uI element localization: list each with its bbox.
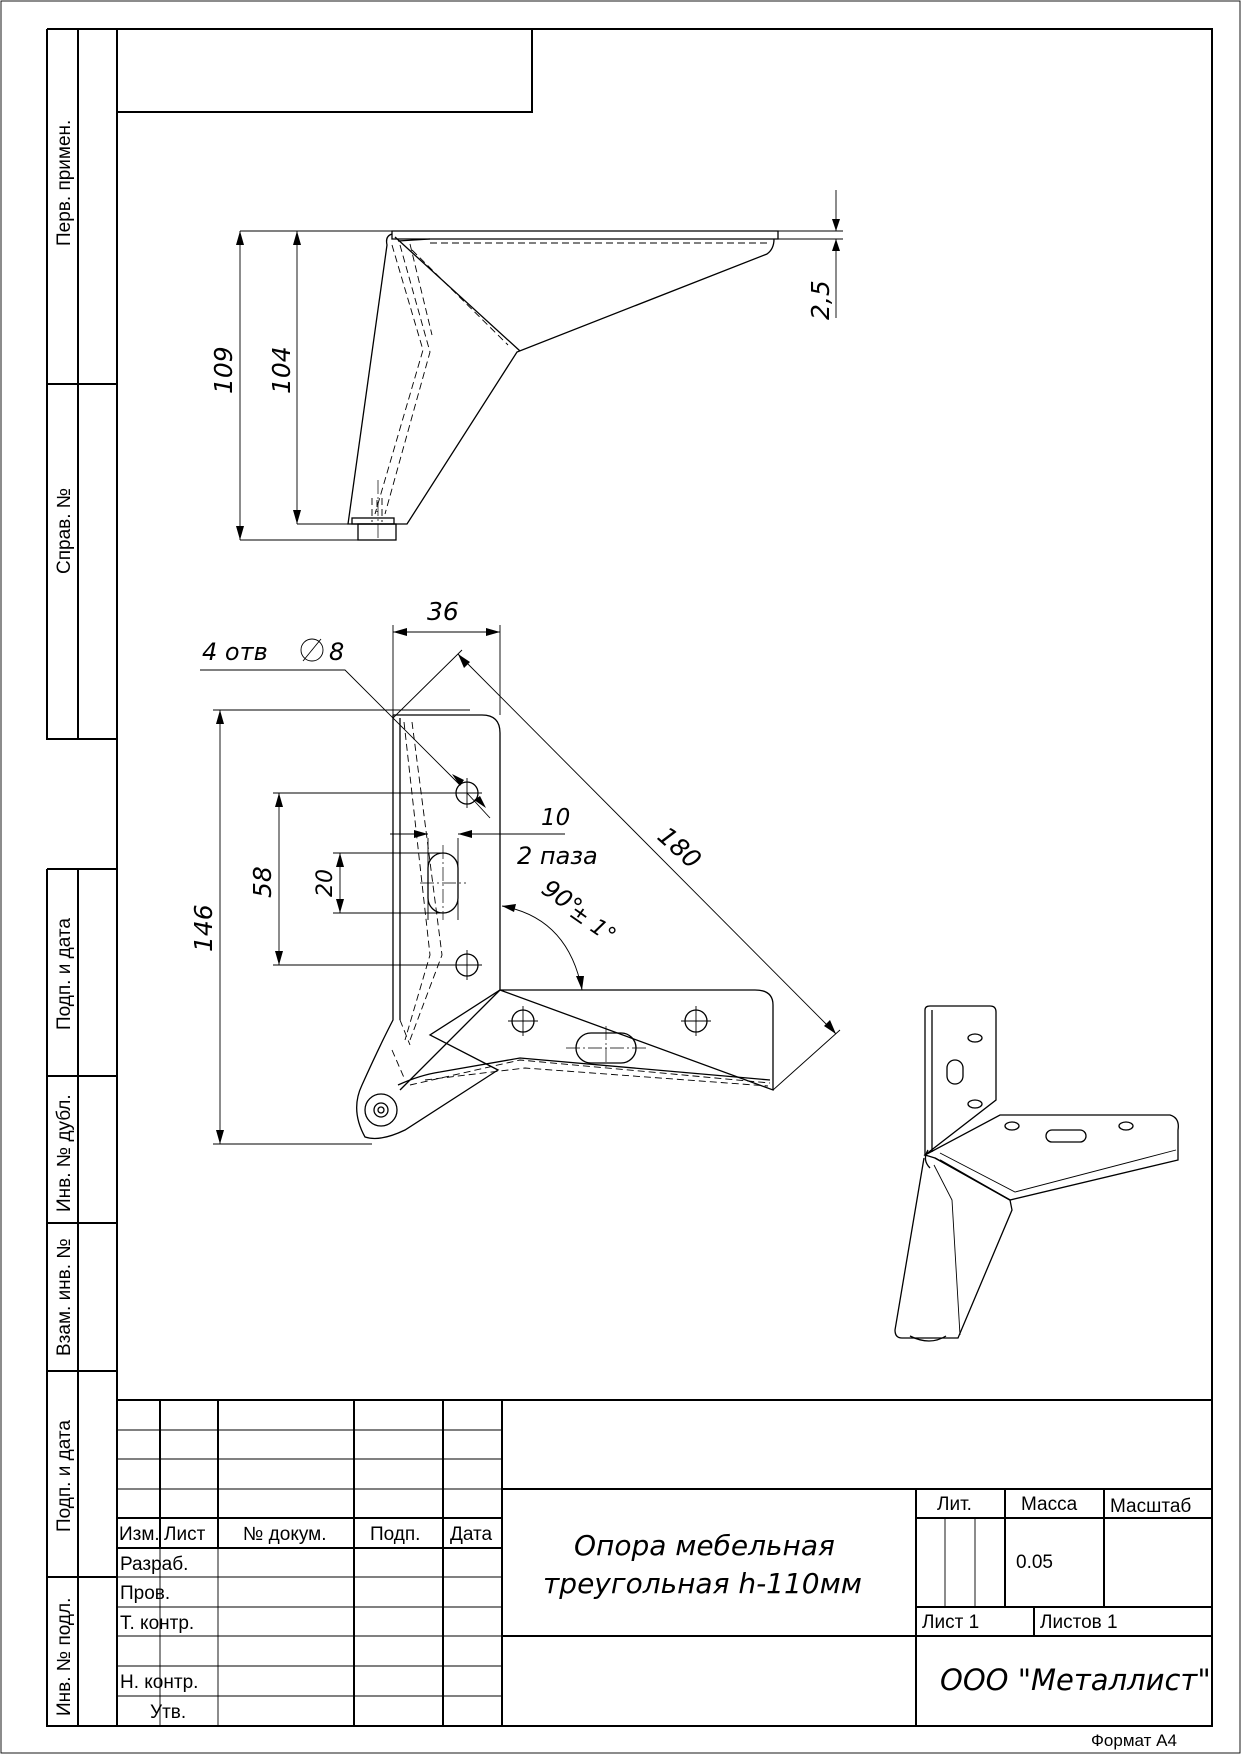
tb-header-doc: № докум. (243, 1524, 326, 1545)
tb-sheet: Лист 1 (922, 1612, 979, 1633)
dim-slots: 2 паза (517, 842, 598, 870)
isometric-view (894, 1005, 1179, 1342)
tb-header-list: Лист (164, 1524, 206, 1545)
format-label: Формат А4 (1091, 1731, 1177, 1750)
dim-104: 104 (267, 346, 296, 394)
dim-109: 109 (209, 346, 238, 394)
tb-role-prov: Пров. (120, 1583, 170, 1604)
dim-20: 20 (313, 869, 338, 897)
top-view (200, 625, 841, 1145)
tb-header-data: Дата (450, 1524, 493, 1545)
left-stamp-lower (46, 868, 117, 1727)
stamp-podp-data-2: Подп. и дата (54, 1420, 75, 1532)
stamp-perv-primen: Перв. примен. (54, 120, 75, 246)
tb-header-podp: Подп. (370, 1524, 420, 1545)
stamp-inv-podl: Инв. № подл. (54, 1598, 75, 1716)
tb-role-razrab: Разраб. (120, 1554, 188, 1575)
left-stamp-upper (46, 28, 117, 740)
stamp-sprav-no: Справ. № (54, 488, 75, 574)
tb-title-line1: Опора мебельная (574, 1529, 835, 1562)
dim-10: 10 (541, 805, 570, 831)
stamp-inv-dubl: Инв. № дубл. (54, 1094, 75, 1212)
dim-58: 58 (248, 866, 277, 898)
tb-header-izm: Изм. (119, 1524, 160, 1545)
dim-angle-tol: ± 1° (565, 899, 621, 948)
tb-masshtab: Масштаб (1110, 1496, 1191, 1517)
tb-massa: Масса (1021, 1494, 1078, 1515)
dim-36: 36 (427, 597, 459, 626)
tb-title-line2: треугольная h-110мм (543, 1567, 862, 1600)
top-left-box (117, 29, 533, 113)
tb-role-tkontr: Т. контр. (120, 1613, 194, 1634)
dim-180: 180 (652, 821, 707, 874)
stamp-podp-data-1: Подп. и дата (54, 918, 75, 1030)
tb-sheets: Листов 1 (1040, 1612, 1118, 1633)
front-view (236, 190, 843, 541)
tb-role-utv: Утв. (150, 1702, 186, 1723)
dim-146: 146 (189, 904, 218, 952)
tb-mass-value: 0.05 (1016, 1552, 1053, 1573)
drawing-frame (116, 28, 1213, 1727)
dim-2-5: 2,5 (806, 280, 835, 320)
tb-role-nkontr: Н. контр. (120, 1672, 198, 1693)
dim-holes: 4 отв (202, 638, 268, 666)
stamp-vzam-inv: Взам. инв. № (54, 1238, 75, 1356)
tb-company: ООО "Металлист" (940, 1663, 1211, 1697)
title-block-grid (117, 1399, 1212, 1726)
tb-lit: Лит. (937, 1494, 972, 1515)
dim-dia8: 8 (329, 638, 344, 666)
